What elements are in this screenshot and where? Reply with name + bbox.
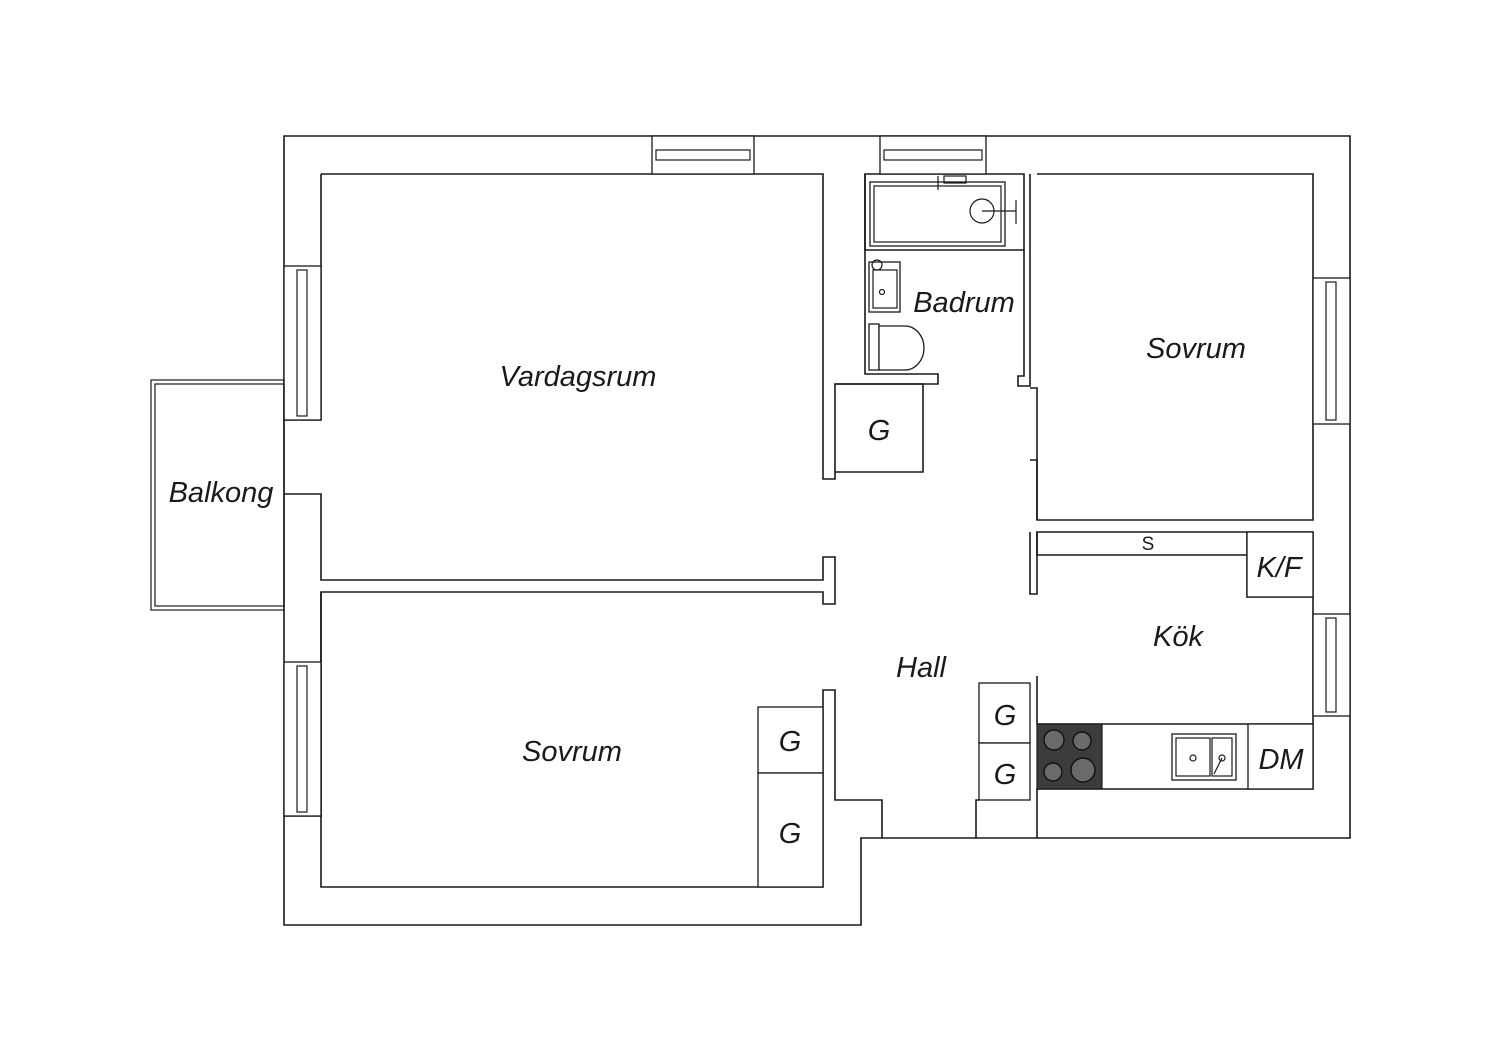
storage-units	[757, 531, 1314, 888]
room-label-badrum: Badrum	[913, 287, 1015, 319]
window-right-kitchen	[1312, 613, 1351, 717]
wardrobe-label-s: S	[1142, 534, 1155, 555]
storage-label-kitchen-2: G	[994, 759, 1017, 791]
stove	[1036, 723, 1103, 790]
window-top-bath	[879, 135, 987, 175]
washbasin	[868, 259, 901, 313]
room-label-sovrum-left: Sovrum	[522, 736, 622, 768]
room-label-sovrum-right: Sovrum	[1146, 333, 1246, 365]
window-left-living	[283, 265, 322, 421]
storage-label-bedroom-1: G	[779, 726, 802, 758]
fridge-freezer-label: K/F	[1256, 552, 1303, 584]
windows	[283, 135, 1351, 817]
toilet	[868, 323, 925, 371]
room-label-kok: Kök	[1153, 621, 1204, 653]
storage-label-kitchen-1: G	[994, 700, 1017, 732]
exterior-walls	[283, 135, 1351, 926]
sink	[1171, 733, 1237, 781]
storage-label-hall: G	[868, 415, 891, 447]
window-left-bedroom	[283, 661, 322, 817]
balcony	[150, 379, 285, 611]
window-top-living	[651, 135, 755, 175]
room-label-balkong: Balkong	[169, 477, 274, 509]
window-right-bedroom	[1312, 277, 1351, 425]
room-label-hall: Hall	[896, 652, 948, 684]
bathtub	[869, 175, 1017, 247]
storage-label-bedroom-2: G	[779, 818, 802, 850]
dishwasher-label: DM	[1258, 744, 1304, 776]
room-label-vardagsrum: Vardagsrum	[500, 361, 657, 393]
